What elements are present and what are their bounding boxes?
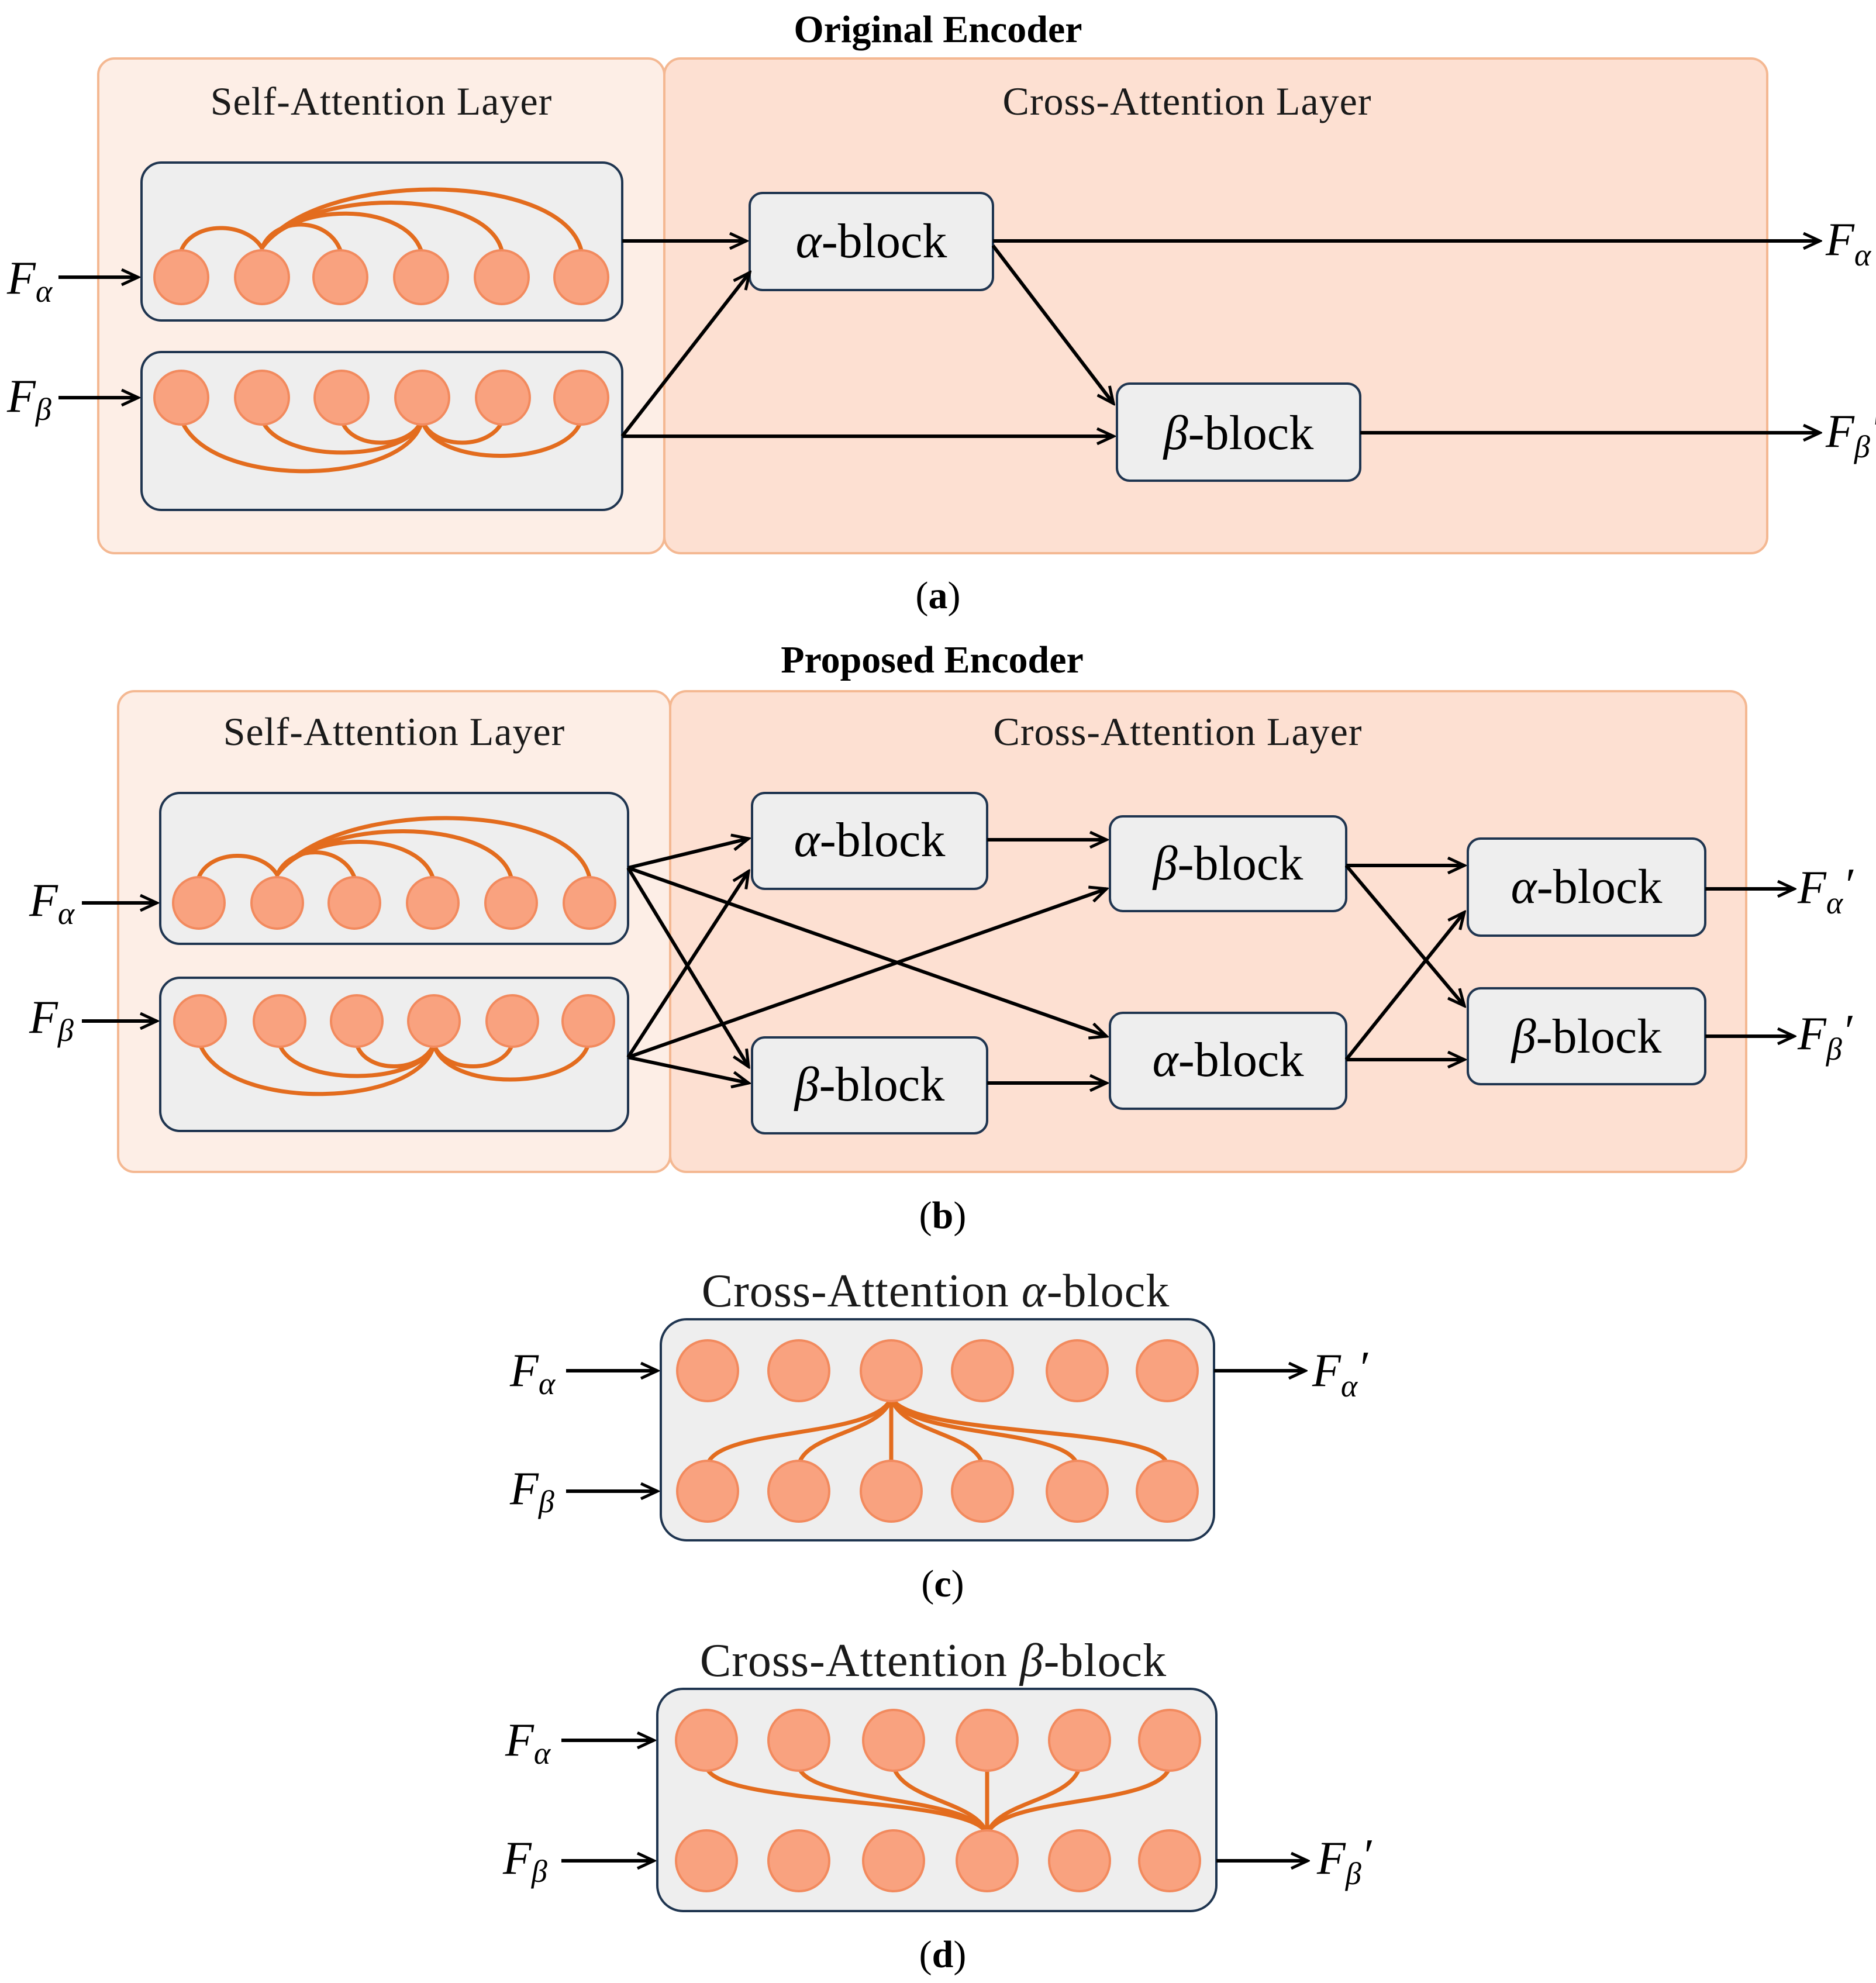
beta-block: β-block bbox=[1116, 382, 1361, 482]
panel-c-caption: (c) bbox=[921, 1563, 964, 1605]
output-f-beta-prime-label: Fβ′ bbox=[1797, 1006, 1853, 1067]
svg-text:α-block: α-block bbox=[796, 214, 947, 268]
cross-attention-label: Cross-Attention Layer bbox=[994, 709, 1363, 754]
panel-b-arrows bbox=[82, 839, 1794, 1083]
svg-text:α-block: α-block bbox=[1511, 860, 1663, 914]
alpha-block-3: α-block bbox=[1467, 837, 1706, 937]
cross-attention-label: Cross-Attention Layer bbox=[1003, 79, 1372, 123]
panel-b-title: Proposed Encoder bbox=[781, 639, 1084, 681]
panel-a-caption: (a) bbox=[916, 574, 961, 617]
beta-self-attention-box bbox=[140, 351, 623, 511]
alpha-self-attention-box bbox=[159, 792, 629, 945]
cross-attention-alpha-block-box bbox=[660, 1318, 1215, 1541]
panel-d-arrows bbox=[561, 1740, 1308, 1861]
panel-d-edges bbox=[704, 1765, 1172, 1836]
panel-c: Cross-Attention α-block Fα Fβ Fα′ (c) bbox=[509, 1265, 1368, 1605]
panel-c-arrows bbox=[566, 1371, 1305, 1491]
panel-a-arrows bbox=[58, 241, 1820, 436]
input-f-beta-label: Fβ bbox=[6, 371, 51, 427]
alpha-block-2: α-block bbox=[1109, 1012, 1347, 1110]
panel-d-title: Cross-Attention β-block bbox=[700, 1635, 1167, 1687]
panel-b-caption: (b) bbox=[919, 1194, 967, 1237]
beta-self-edges bbox=[179, 418, 584, 474]
beta-self-attention-box bbox=[159, 977, 629, 1132]
self-attention-label: Self-Attention Layer bbox=[223, 709, 565, 754]
self-attention-label: Self-Attention Layer bbox=[211, 79, 553, 123]
panel-d-alpha-nodes bbox=[675, 1709, 1201, 1772]
panel-c-edges bbox=[705, 1395, 1170, 1467]
svg-text:α-block: α-block bbox=[1153, 1033, 1304, 1087]
panel-a-title: Original Encoder bbox=[794, 8, 1082, 51]
alpha-block: α-block bbox=[749, 192, 994, 291]
svg-text:β-block: β-block bbox=[1163, 406, 1313, 460]
input-f-beta-label: Fβ bbox=[509, 1463, 554, 1519]
output-f-alpha-prime-label: Fα′ bbox=[1825, 212, 1876, 273]
beta-self-nodes bbox=[153, 370, 609, 426]
input-f-alpha-label: Fα bbox=[29, 875, 75, 931]
beta-block-1: β-block bbox=[751, 1036, 988, 1134]
alpha-block-1: α-block bbox=[751, 792, 988, 890]
input-f-beta-label: Fβ bbox=[29, 992, 74, 1048]
output-f-alpha-prime-label: Fα′ bbox=[1797, 860, 1854, 920]
panel-d: Cross-Attention β-block Fα Fβ Fβ′ (d) bbox=[502, 1635, 1372, 1976]
cross-attention-layer-bg bbox=[663, 57, 1768, 554]
panel-d-caption: (d) bbox=[919, 1933, 967, 1976]
output-f-beta-prime-label: Fβ′ bbox=[1316, 1830, 1372, 1891]
input-f-alpha-label: Fα bbox=[509, 1345, 556, 1401]
beta-block-2: β-block bbox=[1109, 815, 1347, 912]
alpha-self-attention-box bbox=[140, 161, 623, 322]
svg-text:β-block: β-block bbox=[794, 1057, 944, 1112]
svg-text:α-block: α-block bbox=[794, 813, 946, 867]
svg-text:β-block: β-block bbox=[1152, 836, 1303, 891]
input-f-beta-label: Fβ bbox=[502, 1833, 547, 1889]
output-f-alpha-prime-label: Fα′ bbox=[1312, 1343, 1368, 1403]
alpha-self-nodes bbox=[153, 249, 609, 305]
input-f-alpha-label: Fα bbox=[505, 1715, 551, 1771]
panel-c-alpha-nodes bbox=[676, 1339, 1199, 1402]
beta-block-3: β-block bbox=[1467, 987, 1706, 1085]
input-f-alpha-label: Fα bbox=[6, 253, 53, 309]
panel-b: Proposed Encoder Self-Attention Layer Cr… bbox=[29, 639, 1854, 1237]
output-f-beta-prime-label: Fβ′ bbox=[1825, 404, 1876, 464]
svg-text:β-block: β-block bbox=[1511, 1009, 1661, 1064]
panel-c-title: Cross-Attention α-block bbox=[702, 1265, 1170, 1317]
panel-d-beta-nodes bbox=[675, 1829, 1201, 1892]
alpha-self-edges bbox=[179, 187, 584, 253]
panel-c-beta-nodes bbox=[676, 1460, 1199, 1523]
panel-a: Original Encoder Self-Attention Layer Cr… bbox=[6, 8, 1876, 617]
